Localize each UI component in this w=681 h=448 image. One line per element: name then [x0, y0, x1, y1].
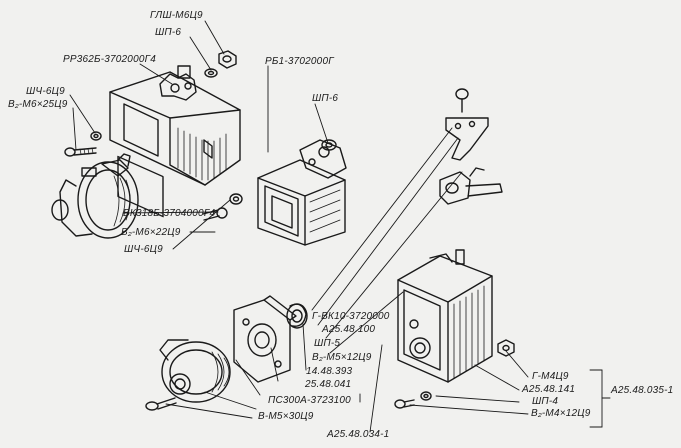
bracket-a25-48-100	[445, 88, 489, 161]
washer-shp-4	[420, 391, 432, 401]
washer-shp-6-top	[204, 68, 218, 78]
switch-vk318b	[51, 153, 139, 239]
label-a25-48-141: А25.48.141	[522, 384, 576, 395]
leader-lines	[69, 20, 611, 433]
relay-rb1	[257, 139, 347, 246]
label-14-48-393: 14.48.393	[306, 366, 353, 377]
label-25-48-041: 25.48.041	[305, 379, 352, 390]
label-v2-m6x25: В₂-М6×25Ц9	[8, 99, 68, 110]
label-rb1: РБ1-3702000Г	[265, 56, 334, 67]
label-shp-6-right: ШП-6	[312, 93, 339, 104]
label-glsh-m6ts9: ГЛШ-М6Ц9	[150, 10, 203, 21]
seal-ring-14-48-393	[286, 303, 308, 329]
label-v2-m6x22: В₂-М6×22Ц9	[121, 227, 181, 238]
label-g-vk10: Г-ВК10-3720000	[312, 311, 390, 322]
label-shp-6-top: ШП-6	[155, 27, 182, 38]
label-shp-4: ШП-4	[532, 396, 559, 407]
bolt-v2-m6x22	[202, 207, 228, 221]
label-a25-48-035: А25.48.035-1	[611, 385, 674, 396]
label-v-m5x30: В-М5×30Ц9	[258, 411, 314, 422]
relay-rr362b	[109, 65, 241, 218]
nut-g-m4	[497, 339, 515, 357]
bracket-25-48-041	[233, 295, 297, 383]
label-shch-6ts9-bottom: ШЧ-6Ц9	[124, 244, 163, 255]
label-a25-48-034: А25.48.034-1	[327, 429, 390, 440]
nut-glsh-m6	[218, 50, 237, 69]
generator-g-vk10	[397, 249, 493, 383]
label-shp-5: ШП-5	[314, 338, 341, 349]
label-v2-m4x12: В₂-М4×12Ц9	[531, 408, 591, 419]
holder-a25-48-141	[439, 167, 503, 205]
bolt-v2-m4x12	[394, 399, 415, 409]
washer-shch-6-bottom	[229, 193, 243, 205]
label-ps300a: ПС300А-3723100	[268, 395, 351, 406]
washer-shch-6-left	[90, 131, 102, 141]
bolt-v2-m6x25-left	[64, 147, 97, 157]
label-g-m4ts9: Г-М4Ц9	[532, 371, 569, 382]
label-a25-48-100: А25.48.100	[322, 324, 376, 335]
label-rr362b: РР362Б-3702000Г4	[63, 54, 156, 65]
regulator-ps300a	[159, 339, 231, 403]
label-v2-m5x12: В₂-М5×12Ц9	[312, 352, 372, 363]
label-shch-6ts9-left: ШЧ-6Ц9	[26, 86, 65, 97]
label-vk318b: ВК318Б-3704000Г4	[123, 208, 216, 219]
screw-v-m5x30	[145, 397, 177, 411]
washer-shp-6-right	[321, 139, 337, 151]
